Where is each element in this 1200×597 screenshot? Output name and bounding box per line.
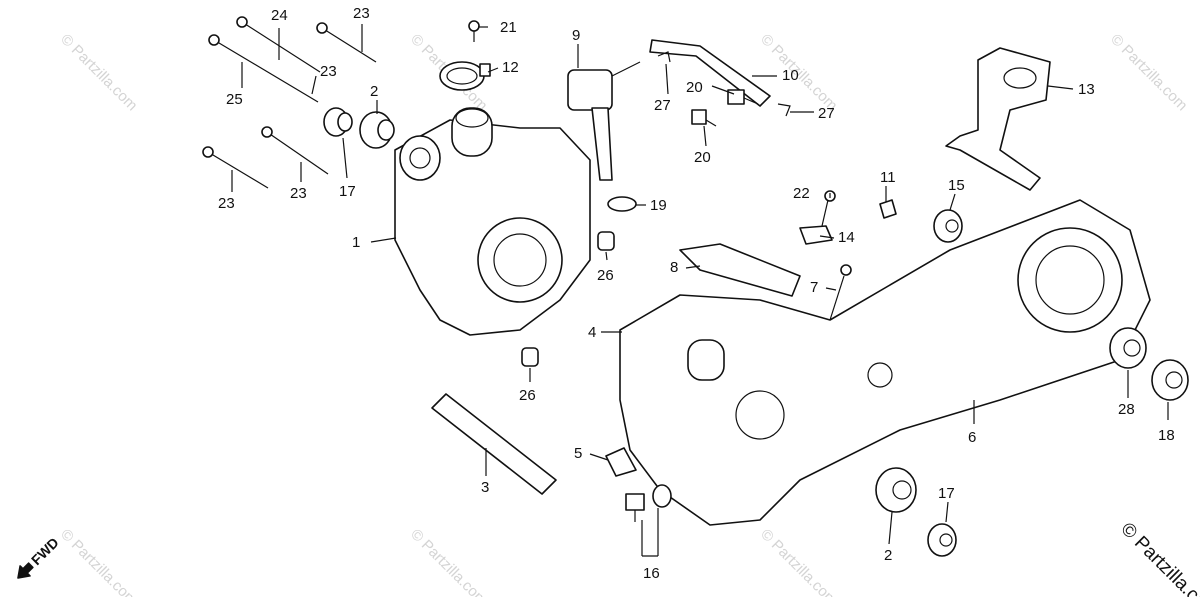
callout-label: 12 (502, 59, 519, 76)
clip-11-drawing (879, 199, 897, 219)
bearing-2-top-drawing (359, 111, 395, 149)
callout-label: 20 (686, 79, 703, 96)
copyright-notice: © Partzilla.com (1116, 519, 1200, 597)
callout-label: 26 (597, 267, 614, 284)
screw-22-drawing (821, 190, 836, 227)
bracket-13-drawing (945, 47, 1051, 191)
callout-label: 17 (938, 485, 955, 502)
bearing-2-bottom-drawing (875, 467, 917, 513)
callout-label: 24 (271, 7, 288, 24)
callout-label: 19 (650, 197, 667, 214)
callout-label: 7 (810, 279, 818, 296)
callout-label: 28 (1118, 401, 1135, 418)
watermark: © Partzilla.com (57, 526, 140, 597)
bolt-20-lower-drawing (691, 109, 717, 127)
watermark: © Partzilla.com (757, 31, 840, 114)
pin-7-drawing (829, 264, 852, 321)
left-crankcase-1-drawing (394, 107, 591, 336)
callout-label: 21 (500, 19, 517, 36)
callout-label: 27 (654, 97, 671, 114)
forward-label: FWD (28, 534, 62, 568)
callout-label: 15 (948, 177, 965, 194)
callout-label: 14 (838, 229, 855, 246)
callout-label: 20 (694, 149, 711, 166)
callout-label: 25 (226, 91, 243, 108)
callout-label: 23 (290, 185, 307, 202)
forward-arrow-icon (17, 562, 34, 579)
bolt-23-left-drawing (202, 146, 269, 189)
callout-label: 6 (968, 429, 976, 446)
oil-pump-9-drawing (567, 61, 641, 181)
callout-label: 1 (352, 234, 360, 251)
right-crankcase-6-drawing (619, 199, 1151, 526)
callout-label: 23 (218, 195, 235, 212)
bolt-24-drawing (236, 16, 321, 73)
callout-label: 27 (818, 105, 835, 122)
callout-label: 3 (481, 479, 489, 496)
forward-direction-indicator: FWD (17, 534, 62, 579)
callout-label: 11 (880, 169, 896, 186)
clamp-12-drawing (439, 61, 491, 91)
clip-27-left-drawing (657, 51, 671, 63)
watermark: © Partzilla.com (57, 31, 140, 114)
callout-labels: 24 23 21 9 25 23 12 10 2 27 20 13 27 17 … (218, 5, 1175, 582)
watermark: © Partzilla.com (757, 526, 840, 597)
callout-label: 4 (588, 324, 596, 341)
callout-label: 17 (339, 183, 356, 200)
bushing-15-drawing (933, 209, 963, 243)
bolt-23-mid-drawing (261, 126, 329, 175)
bearing-18-drawing (1151, 359, 1189, 401)
bearing-28-drawing (1109, 327, 1147, 369)
bracket-5-drawing (605, 447, 637, 477)
bolt-25-drawing (208, 34, 319, 103)
dowel-26-lower-drawing (521, 347, 539, 367)
callout-label: 18 (1158, 427, 1175, 444)
watermark: © Partzilla.com (1107, 31, 1190, 114)
callout-label: 26 (519, 387, 536, 404)
tube-3-drawing (431, 393, 557, 495)
callout-label: 2 (370, 83, 378, 100)
callout-label: 8 (670, 259, 678, 276)
leader-lines (231, 24, 1169, 557)
o-ring-19-drawing (607, 196, 637, 212)
bolt-21-drawing (468, 20, 480, 42)
dowel-26-upper-drawing (597, 231, 615, 251)
clip-27-right-drawing (777, 103, 791, 117)
bolt-16-drawing (625, 484, 672, 522)
callout-label: 13 (1078, 81, 1095, 98)
callout-label: 22 (793, 185, 810, 202)
gasket-8-drawing (679, 243, 801, 297)
callout-label: 9 (572, 27, 580, 44)
bearing-17-bottom-drawing (927, 523, 957, 557)
watermark: © Partzilla.com (407, 526, 490, 597)
bearing-17-drawing (323, 107, 353, 137)
callout-label: 2 (884, 547, 892, 564)
bolt-23-top-drawing (316, 22, 377, 63)
callout-label: 16 (643, 565, 660, 582)
callout-label: 23 (320, 63, 337, 80)
callout-label: 23 (353, 5, 370, 22)
plate-14-drawing (799, 225, 833, 245)
callout-label: 10 (782, 67, 799, 84)
callout-label: 5 (574, 445, 582, 462)
